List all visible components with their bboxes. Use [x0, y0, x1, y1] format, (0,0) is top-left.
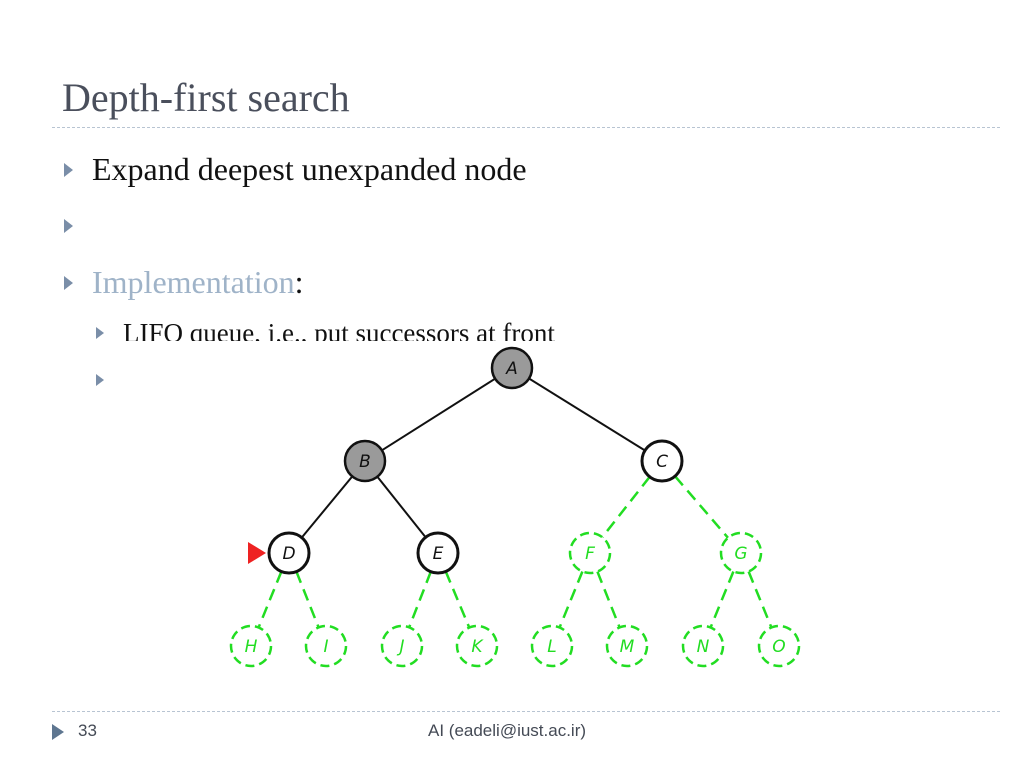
- sub-bullet-marker-1: [96, 327, 104, 339]
- tree-node-label-k: K: [471, 637, 484, 657]
- tree-edge-e-k: [444, 570, 471, 629]
- bullet-text-3: Implementation:: [92, 262, 304, 302]
- slide-title: Depth-first search: [62, 75, 350, 120]
- tree-edge-d-h: [257, 571, 283, 628]
- tree-node-label-l: L: [547, 637, 556, 657]
- tree-node-n: N: [681, 624, 725, 668]
- tree-node-circle-e: [416, 531, 460, 575]
- tree-edge-d-i: [295, 571, 320, 628]
- title-divider: [52, 127, 1000, 128]
- tree-node-circle-b: [343, 439, 387, 483]
- tree-node-circle-h: [229, 624, 273, 668]
- footer-text: AI (eadeli@iust.ac.ir): [428, 721, 587, 740]
- tree-node-circle-i: [304, 624, 348, 668]
- tree-edge-g-n: [709, 571, 735, 628]
- tree-node-e: E: [416, 531, 460, 575]
- tree-node-label-o: O: [772, 637, 785, 657]
- tree-edge-c-g: [674, 475, 729, 539]
- current-node-marker-group: [248, 542, 266, 564]
- sub-bullet-text-1: LIFO queue, i.e., put successors at fron…: [123, 318, 555, 341]
- tree-edge-c-f: [601, 476, 651, 538]
- tree-node-label-g: G: [734, 544, 747, 564]
- tree-edge-g-o: [747, 571, 773, 628]
- tree-node-circle-a: [490, 346, 534, 390]
- page-number: 33: [78, 721, 97, 740]
- tree-node-g: G: [719, 531, 763, 575]
- tree-node-circle-d: [267, 531, 311, 575]
- tree-edge-a-c: [528, 377, 646, 452]
- tree-node-circle-g: [719, 531, 763, 575]
- bullet-marker-2: [64, 219, 73, 233]
- bullet-marker-3: [64, 276, 73, 290]
- tree-node-o: O: [757, 624, 801, 668]
- tree-node-label-e: E: [433, 544, 444, 564]
- tree-node-circle-k: [455, 624, 499, 668]
- tree-node-label-f: F: [585, 544, 595, 564]
- tree-node-f: F: [568, 531, 612, 575]
- tree-edge-a-b: [381, 377, 496, 452]
- tree-node-c: C: [640, 439, 684, 483]
- tree-node-label-h: H: [245, 637, 258, 657]
- tree-node-circle-l: [530, 624, 574, 668]
- bullet-marker-1: [64, 163, 73, 177]
- tree-edge-b-e: [376, 476, 427, 538]
- tree-node-circle-c: [640, 439, 684, 483]
- tree-edges: [257, 377, 773, 629]
- tree-edge-f-m: [596, 571, 621, 628]
- implementation-link[interactable]: Implementation: [92, 264, 295, 300]
- tree-edge-e-j: [408, 571, 432, 628]
- tree-node-label-b: B: [359, 452, 371, 472]
- tree-edge-f-l: [558, 571, 584, 628]
- bullet-text-1: Expand deepest unexpanded node: [92, 151, 527, 187]
- current-node-arrow-icon: [248, 542, 266, 564]
- tree-node-circle-o: [757, 624, 801, 668]
- tree-node-label-n: N: [697, 637, 710, 657]
- tree-edge-b-d: [300, 475, 354, 539]
- sub-bullet-clip: LIFO queue, i.e., put successors at fron…: [123, 316, 683, 341]
- tree-node-h: H: [229, 624, 273, 668]
- tree-node-label-j: J: [396, 637, 404, 657]
- implementation-colon: :: [294, 264, 304, 300]
- footer-divider: [52, 711, 1000, 712]
- tree-node-i: I: [304, 624, 348, 668]
- tree-node-circle-n: [681, 624, 725, 668]
- tree-node-label-a: A: [505, 359, 518, 379]
- tree-node-circle-f: [568, 531, 612, 575]
- tree-node-circle-j: [380, 624, 424, 668]
- tree-node-label-m: M: [620, 637, 635, 657]
- footer-bullet-icon: [52, 724, 64, 740]
- sub-bullet-marker-2: [96, 374, 104, 386]
- tree-node-k: K: [455, 624, 499, 668]
- tree-node-m: M: [605, 624, 649, 668]
- tree-node-d: D: [267, 531, 311, 575]
- tree-node-a: A: [490, 346, 534, 390]
- tree-node-label-c: C: [656, 452, 668, 472]
- tree-node-l: L: [530, 624, 574, 668]
- tree-node-b: B: [343, 439, 387, 483]
- tree-node-label-i: I: [323, 637, 328, 657]
- tree-nodes: A B C D E F G H I J K L M N O: [229, 346, 801, 668]
- tree-node-circle-m: [605, 624, 649, 668]
- tree-node-label-d: D: [282, 544, 295, 564]
- tree-node-j: J: [380, 624, 424, 668]
